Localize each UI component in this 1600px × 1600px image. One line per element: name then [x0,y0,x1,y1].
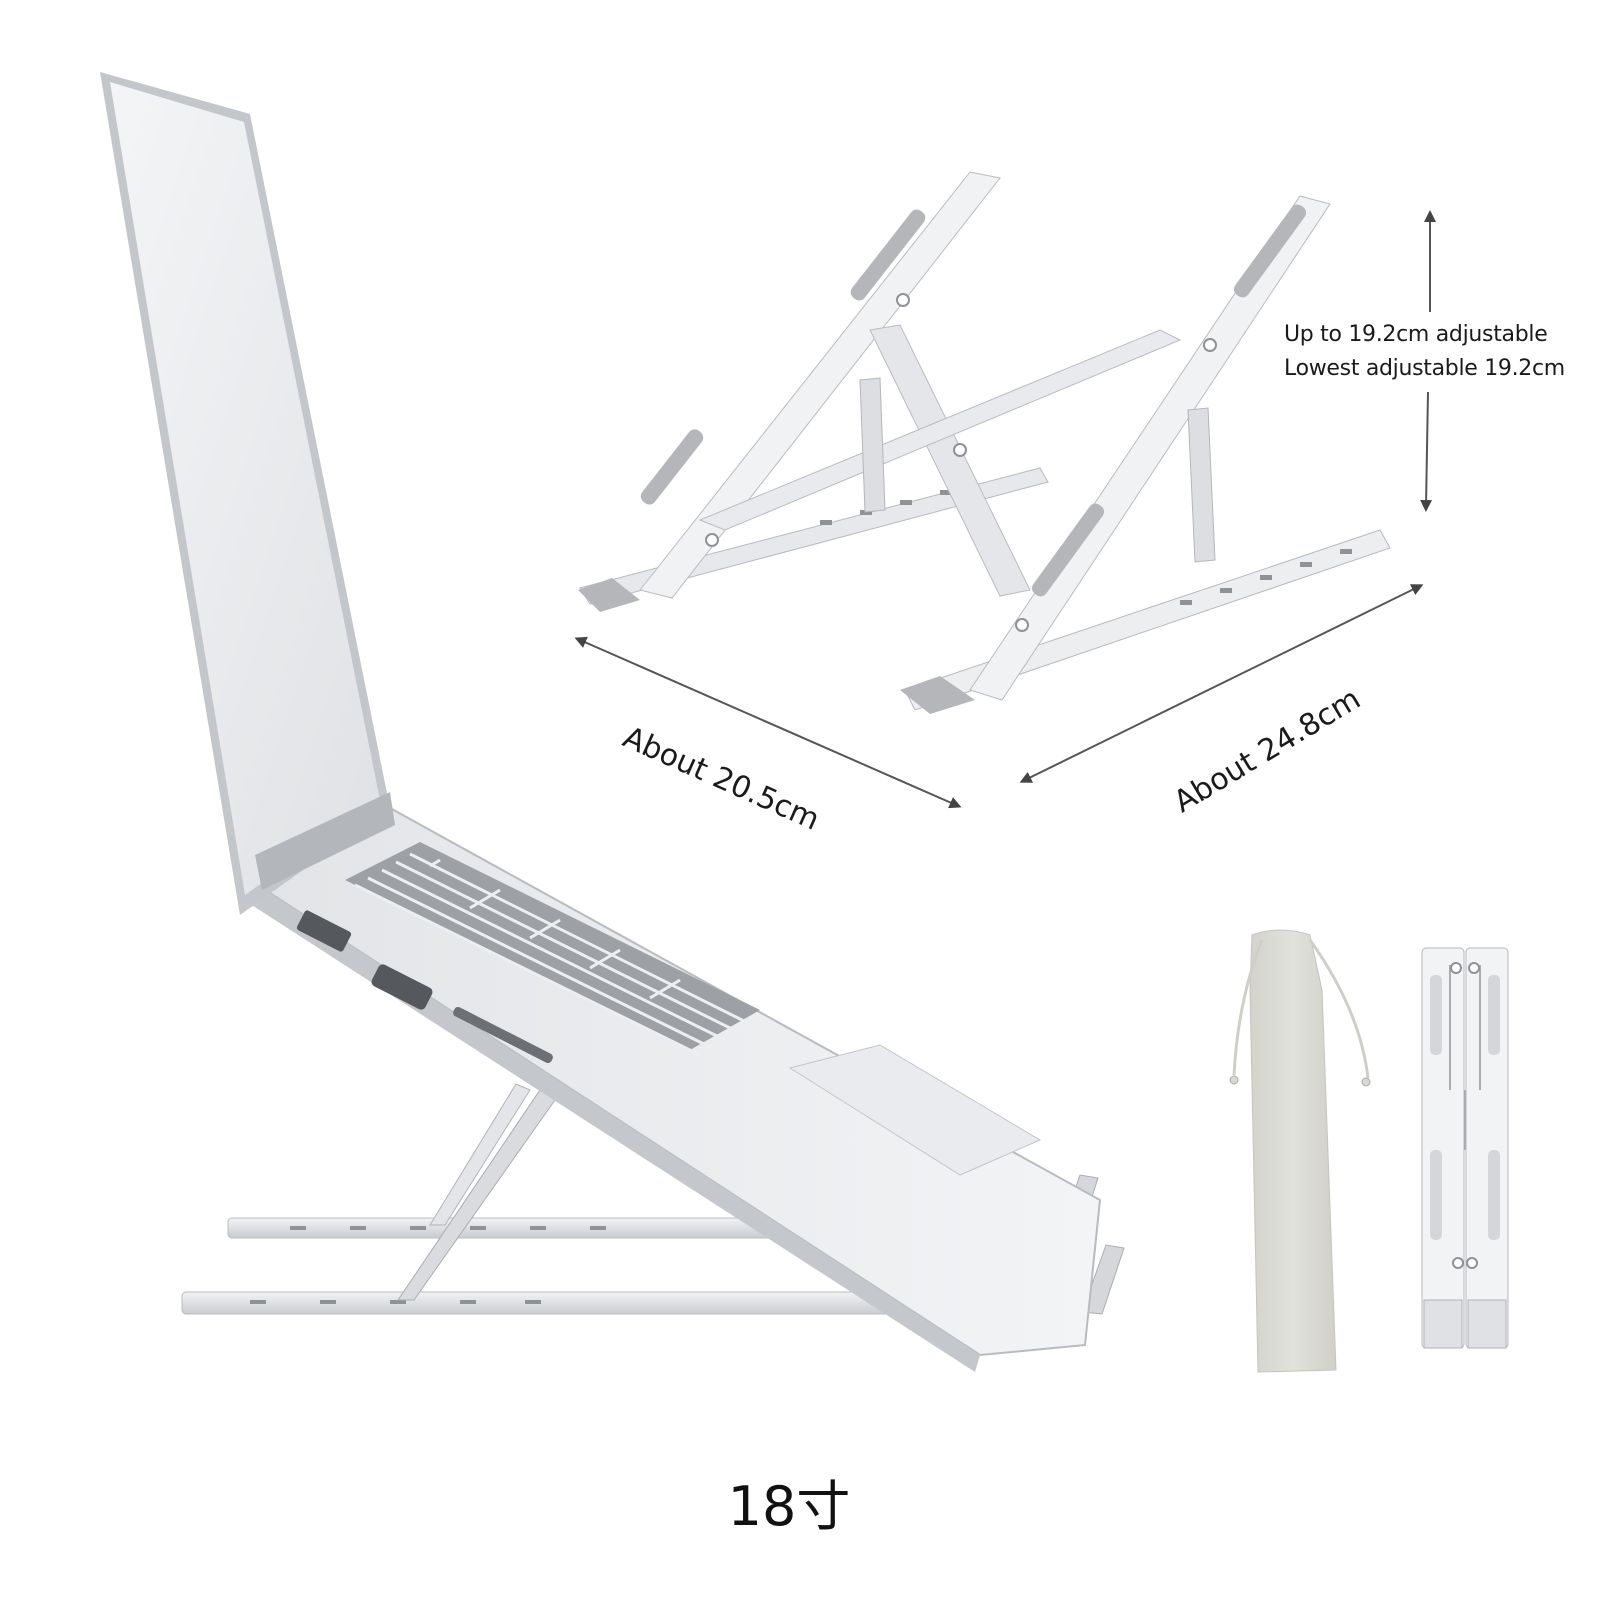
trackpad [788,1044,1042,1176]
support-arm-left [639,171,1001,599]
stand-strut [397,1089,556,1301]
size-caption: 18寸 [0,1462,1600,1541]
pivot-screws [705,293,1217,632]
usb-port [296,910,352,952]
laptop-screen [110,82,380,895]
rubber-pads [640,204,1307,597]
width-dimension-arrow [574,636,962,809]
pouch-drawstring [1308,939,1370,1079]
pouch-drawstring [1232,939,1264,1076]
foot-left [578,578,640,612]
laptop-on-stand [100,72,1125,1372]
stand-hook [1081,1244,1125,1315]
strut-vertical [1187,407,1216,563]
laptop-hinge [255,792,395,890]
height-annotation-line1: Up to 19.2cm adjustable [1284,322,1548,347]
size-caption-text: 18寸 [727,1475,851,1538]
height-annotation: Up to 19.2cm adjustable Lowest adjustabl… [1284,318,1565,386]
storage-pouch [1229,929,1371,1373]
cross-brace [698,329,1182,531]
depth-dimension-arrow [1019,584,1424,783]
card-slot [453,1006,553,1064]
strut-vertical [859,377,886,513]
stand-folded [1421,947,1509,1349]
stand-unfolded [578,171,1391,714]
height-annotation-line2: Lowest adjustable 19.2cm [1284,356,1565,381]
laptop-base-edge [244,880,980,1372]
hdmi-port [371,964,433,1010]
stand-strut [429,1083,531,1226]
keyboard-keys [354,852,751,1057]
keyboard [345,842,760,1050]
height-dimension-arrow [1420,391,1433,512]
cross-brace [869,324,1031,597]
